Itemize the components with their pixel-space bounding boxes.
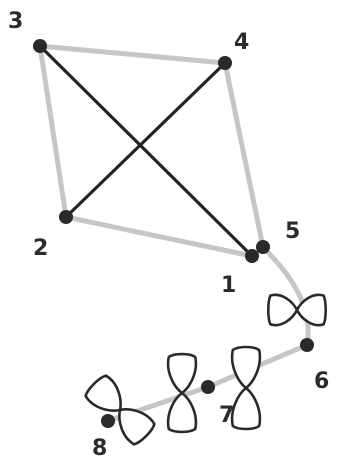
point-label-7: 7 [219,403,234,428]
tail-bows [83,295,326,447]
kite-tail [108,247,308,421]
point-label-3: 3 [8,9,23,34]
point-dot-6 [300,338,314,352]
point-dot-5 [256,240,270,254]
point-dot-2 [59,210,73,224]
point-label-8: 8 [92,436,107,461]
bow-2-loops [232,347,260,429]
point-label-2: 2 [33,236,48,261]
point-label-6: 6 [314,369,329,394]
bow-1 [268,295,325,325]
point-dot-8 [101,414,115,428]
point-dot-4 [218,56,232,70]
point-dot-7 [201,380,215,394]
diagonal-3-1 [40,46,252,256]
diagonal-4-2 [66,63,225,217]
point-label-1: 1 [221,273,236,298]
point-label-4: 4 [234,30,249,55]
point-labels: 1 2 3 4 5 6 7 8 [8,9,329,461]
point-label-5: 5 [285,219,300,244]
tail-line [108,247,308,421]
bow-2 [232,347,260,429]
point-dot-1 [245,249,259,263]
kite-diagonals [40,46,252,256]
point-dot-3 [33,39,47,53]
bow-1-loops [268,295,325,325]
